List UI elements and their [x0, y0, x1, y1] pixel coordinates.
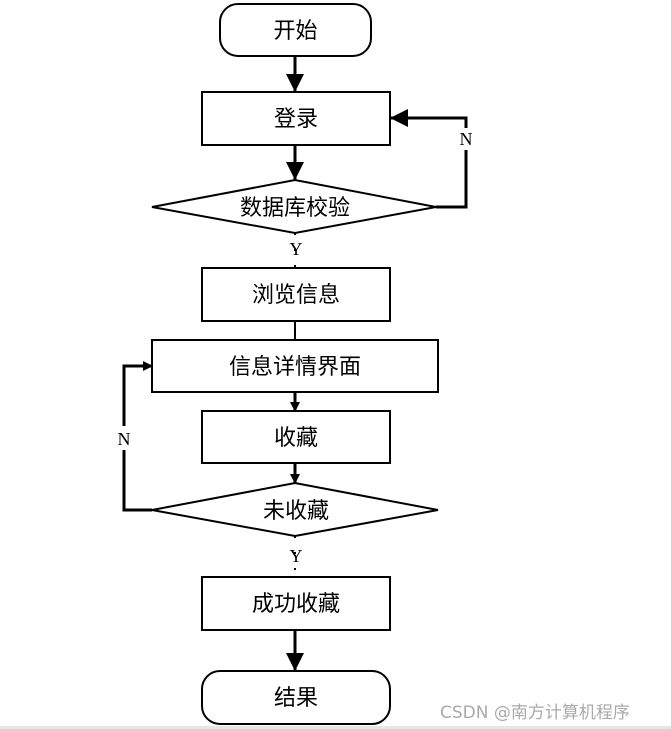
node-start: 开始 — [219, 3, 372, 57]
node-label: 未收藏 — [263, 499, 329, 524]
node-label: 登录 — [274, 107, 318, 132]
node-label: 开始 — [273, 19, 317, 44]
node-end: 结果 — [201, 670, 391, 725]
edge-label-notfav-no: N — [118, 429, 131, 449]
node-not-favorited: 未收藏 — [151, 481, 439, 538]
node-label: 结果 — [274, 686, 318, 711]
node-favorite: 收藏 — [201, 410, 391, 464]
edge-label-check-yes: Y — [290, 239, 303, 259]
edge-label-check-no: N — [460, 129, 473, 149]
node-db-check: 数据库校验 — [151, 178, 437, 235]
node-browse: 浏览信息 — [201, 267, 391, 322]
edge-check-no-loop — [436, 150, 468, 209]
watermark: CSDN @南方计算机程序 — [440, 703, 630, 723]
node-success: 成功收藏 — [201, 576, 391, 631]
node-label: 浏览信息 — [252, 283, 340, 308]
edge-label-notfav-yes: Y — [290, 546, 303, 566]
node-label: 信息详情界面 — [229, 355, 361, 380]
edge-check-no-loop-top — [390, 109, 468, 128]
node-label: 收藏 — [274, 426, 318, 451]
node-label: 成功收藏 — [252, 592, 340, 617]
edge-notfav-no-loop-top — [122, 361, 153, 426]
node-login: 登录 — [201, 91, 391, 146]
node-detail: 信息详情界面 — [151, 339, 439, 393]
bottom-divider — [0, 726, 671, 729]
node-label: 数据库校验 — [240, 196, 350, 221]
edge-notfav-no-loop — [122, 450, 152, 512]
